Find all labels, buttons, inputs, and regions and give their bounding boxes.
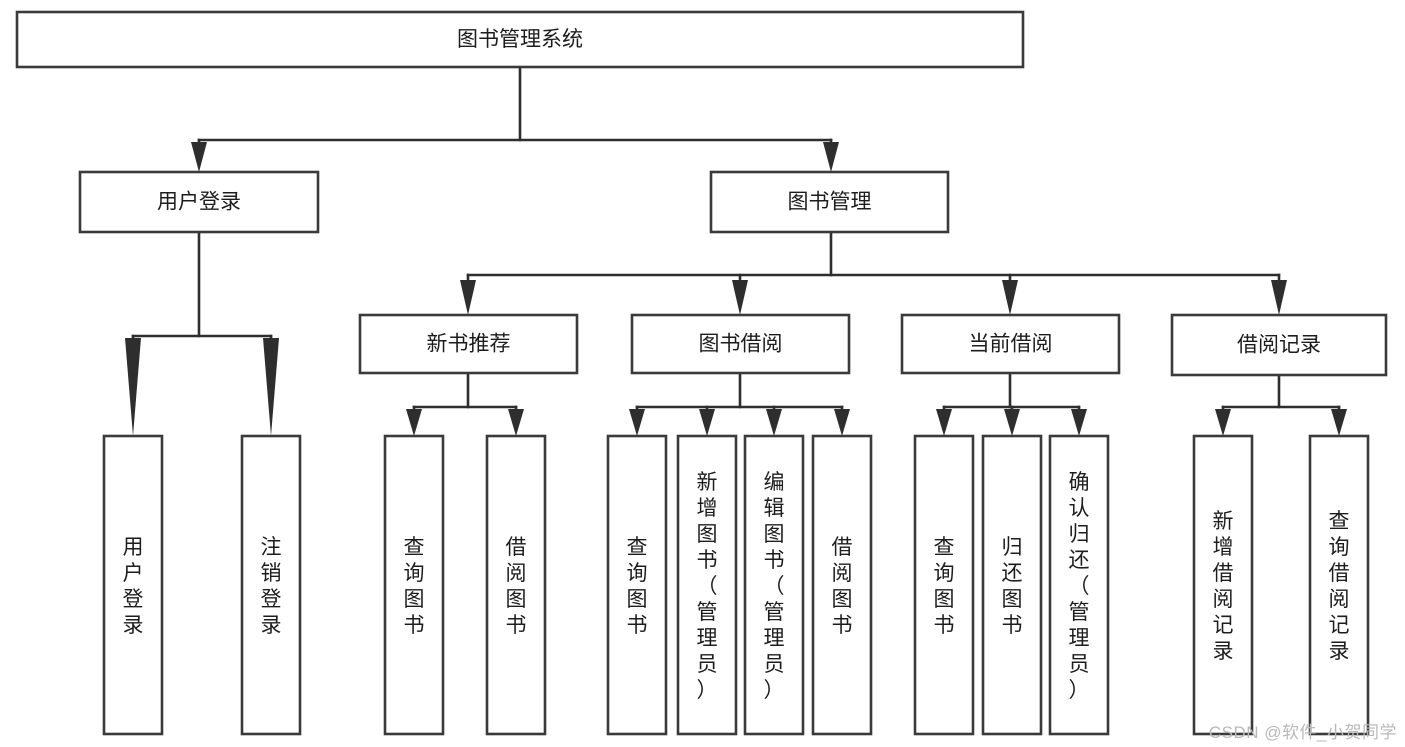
arrow-to-current-borrow bbox=[1002, 280, 1018, 315]
node-leaf-borrow-book[interactable]: 借阅图书 bbox=[811, 434, 873, 736]
node-box-leaf-confirm-return bbox=[1048, 434, 1110, 736]
node-box-book-management bbox=[709, 170, 950, 234]
csdn-watermark: CSDN @软件_小贺同学 bbox=[1208, 723, 1397, 742]
node-box-current-borrow bbox=[900, 313, 1121, 375]
node-leaf-query-book-recommend[interactable]: 查询图书 bbox=[383, 434, 445, 736]
nodes-layer: 图书管理系统用户登录图书管理新书推荐图书借阅当前借阅借阅记录用户登录注销登录查询… bbox=[15, 10, 1388, 736]
node-box-leaf-edit-book bbox=[743, 434, 805, 736]
edge-group-current-borrow-to-leaves bbox=[936, 371, 1087, 436]
node-new-book-recommend[interactable]: 新书推荐 bbox=[358, 313, 579, 375]
node-label-leaf-query-borrow-record: 查询借阅记录 bbox=[1329, 510, 1350, 663]
edge-group-book-management-to-level3 bbox=[460, 230, 1287, 315]
node-label-leaf-query-book-recommend: 查询图书 bbox=[404, 536, 425, 637]
arrow-to-leaf-query-book-current bbox=[936, 409, 952, 436]
node-box-root bbox=[15, 10, 1025, 69]
node-box-leaf-add-borrow-record bbox=[1192, 434, 1254, 736]
node-label-leaf-return-book: 归还图书 bbox=[1002, 536, 1023, 637]
node-label-book-borrow: 图书借阅 bbox=[699, 333, 783, 356]
node-label-leaf-borrow-book-recommend: 借阅图书 bbox=[506, 536, 527, 637]
node-leaf-borrow-book-recommend[interactable]: 借阅图书 bbox=[485, 434, 547, 736]
node-label-borrow-record: 借阅记录 bbox=[1237, 334, 1321, 357]
node-label-leaf-query-book-borrow: 查询图书 bbox=[627, 536, 648, 637]
node-root[interactable]: 图书管理系统 bbox=[15, 10, 1025, 69]
node-current-borrow[interactable]: 当前借阅 bbox=[900, 313, 1121, 375]
node-box-leaf-user-login bbox=[102, 434, 164, 736]
arrow-to-new-book-recommend bbox=[460, 280, 476, 315]
node-box-borrow-record bbox=[1170, 313, 1388, 377]
arrow-to-leaf-query-borrow-record bbox=[1331, 409, 1347, 436]
arrow-to-leaf-query-book-recommend bbox=[406, 409, 422, 436]
node-label-current-borrow: 当前借阅 bbox=[969, 333, 1053, 356]
arrow-to-leaf-confirm-return bbox=[1071, 409, 1087, 436]
node-leaf-user-login[interactable]: 用户登录 bbox=[102, 434, 164, 736]
node-label-leaf-borrow-book: 借阅图书 bbox=[832, 536, 853, 637]
node-box-leaf-borrow-book bbox=[811, 434, 873, 736]
node-label-new-book-recommend: 新书推荐 bbox=[427, 333, 511, 356]
node-label-leaf-add-book: 新增图书（管理员） bbox=[697, 471, 718, 702]
node-label-leaf-query-book-current: 查询图书 bbox=[934, 536, 955, 637]
node-label-user-login: 用户登录 bbox=[157, 191, 241, 214]
node-label-leaf-edit-book: 编辑图书（管理员） bbox=[764, 471, 785, 702]
node-box-user-login bbox=[78, 170, 320, 234]
node-box-leaf-query-book-recommend bbox=[383, 434, 445, 736]
edge-group-new-book-recommend-to-leaves bbox=[406, 371, 524, 436]
node-label-book-management: 图书管理 bbox=[788, 191, 872, 214]
node-leaf-query-book-current[interactable]: 查询图书 bbox=[913, 434, 975, 736]
node-leaf-query-borrow-record[interactable]: 查询借阅记录 bbox=[1308, 434, 1370, 736]
node-user-login[interactable]: 用户登录 bbox=[78, 170, 320, 234]
edge-group-root-to-level2 bbox=[191, 65, 839, 172]
arrow-to-leaf-add-borrow-record bbox=[1215, 409, 1231, 436]
arrow-to-leaf-return-book bbox=[1004, 409, 1020, 436]
node-label-leaf-confirm-return: 确认归还（管理员） bbox=[1069, 471, 1090, 702]
arrow-to-user-login bbox=[191, 142, 207, 172]
edge-group-user-login-to-leaves bbox=[125, 230, 279, 436]
node-leaf-return-book[interactable]: 归还图书 bbox=[981, 434, 1043, 736]
arrow-to-leaf-add-book bbox=[699, 409, 715, 436]
arrow-to-leaf-borrow-book-recommend bbox=[508, 409, 524, 436]
node-box-leaf-query-book-current bbox=[913, 434, 975, 736]
node-leaf-add-borrow-record[interactable]: 新增借阅记录 bbox=[1192, 434, 1254, 736]
arrow-to-borrow-record bbox=[1271, 280, 1287, 315]
edge-group-borrow-record-to-leaves bbox=[1215, 373, 1347, 436]
arrow-to-book-borrow bbox=[732, 280, 748, 315]
node-book-borrow[interactable]: 图书借阅 bbox=[630, 313, 851, 375]
arrow-to-leaf-borrow-book bbox=[834, 409, 850, 436]
node-borrow-record[interactable]: 借阅记录 bbox=[1170, 313, 1388, 377]
node-leaf-confirm-return[interactable]: 确认归还（管理员） bbox=[1048, 434, 1110, 736]
node-box-leaf-query-borrow-record bbox=[1308, 434, 1370, 736]
node-box-new-book-recommend bbox=[358, 313, 579, 375]
arrow-to-leaf-query-book-borrow bbox=[629, 409, 645, 436]
node-box-leaf-add-book bbox=[676, 434, 738, 736]
node-box-leaf-return-book bbox=[981, 434, 1043, 736]
node-leaf-add-book[interactable]: 新增图书（管理员） bbox=[676, 434, 738, 736]
node-label-root: 图书管理系统 bbox=[457, 28, 583, 51]
arrow-to-leaf-edit-book bbox=[766, 409, 782, 436]
node-book-management[interactable]: 图书管理 bbox=[709, 170, 950, 234]
edge-group-book-borrow-to-leaves bbox=[629, 371, 850, 436]
node-leaf-logout[interactable]: 注销登录 bbox=[240, 434, 302, 736]
node-box-leaf-query-book-borrow bbox=[606, 434, 668, 736]
node-label-leaf-user-login: 用户登录 bbox=[123, 536, 144, 637]
node-label-leaf-add-borrow-record: 新增借阅记录 bbox=[1213, 510, 1234, 663]
node-box-book-borrow bbox=[630, 313, 851, 375]
node-leaf-edit-book[interactable]: 编辑图书（管理员） bbox=[743, 434, 805, 736]
node-label-leaf-logout: 注销登录 bbox=[261, 536, 282, 637]
arrow-to-book-management bbox=[823, 142, 839, 172]
node-box-leaf-borrow-book-recommend bbox=[485, 434, 547, 736]
node-leaf-query-book-borrow[interactable]: 查询图书 bbox=[606, 434, 668, 736]
node-box-leaf-logout bbox=[240, 434, 302, 736]
